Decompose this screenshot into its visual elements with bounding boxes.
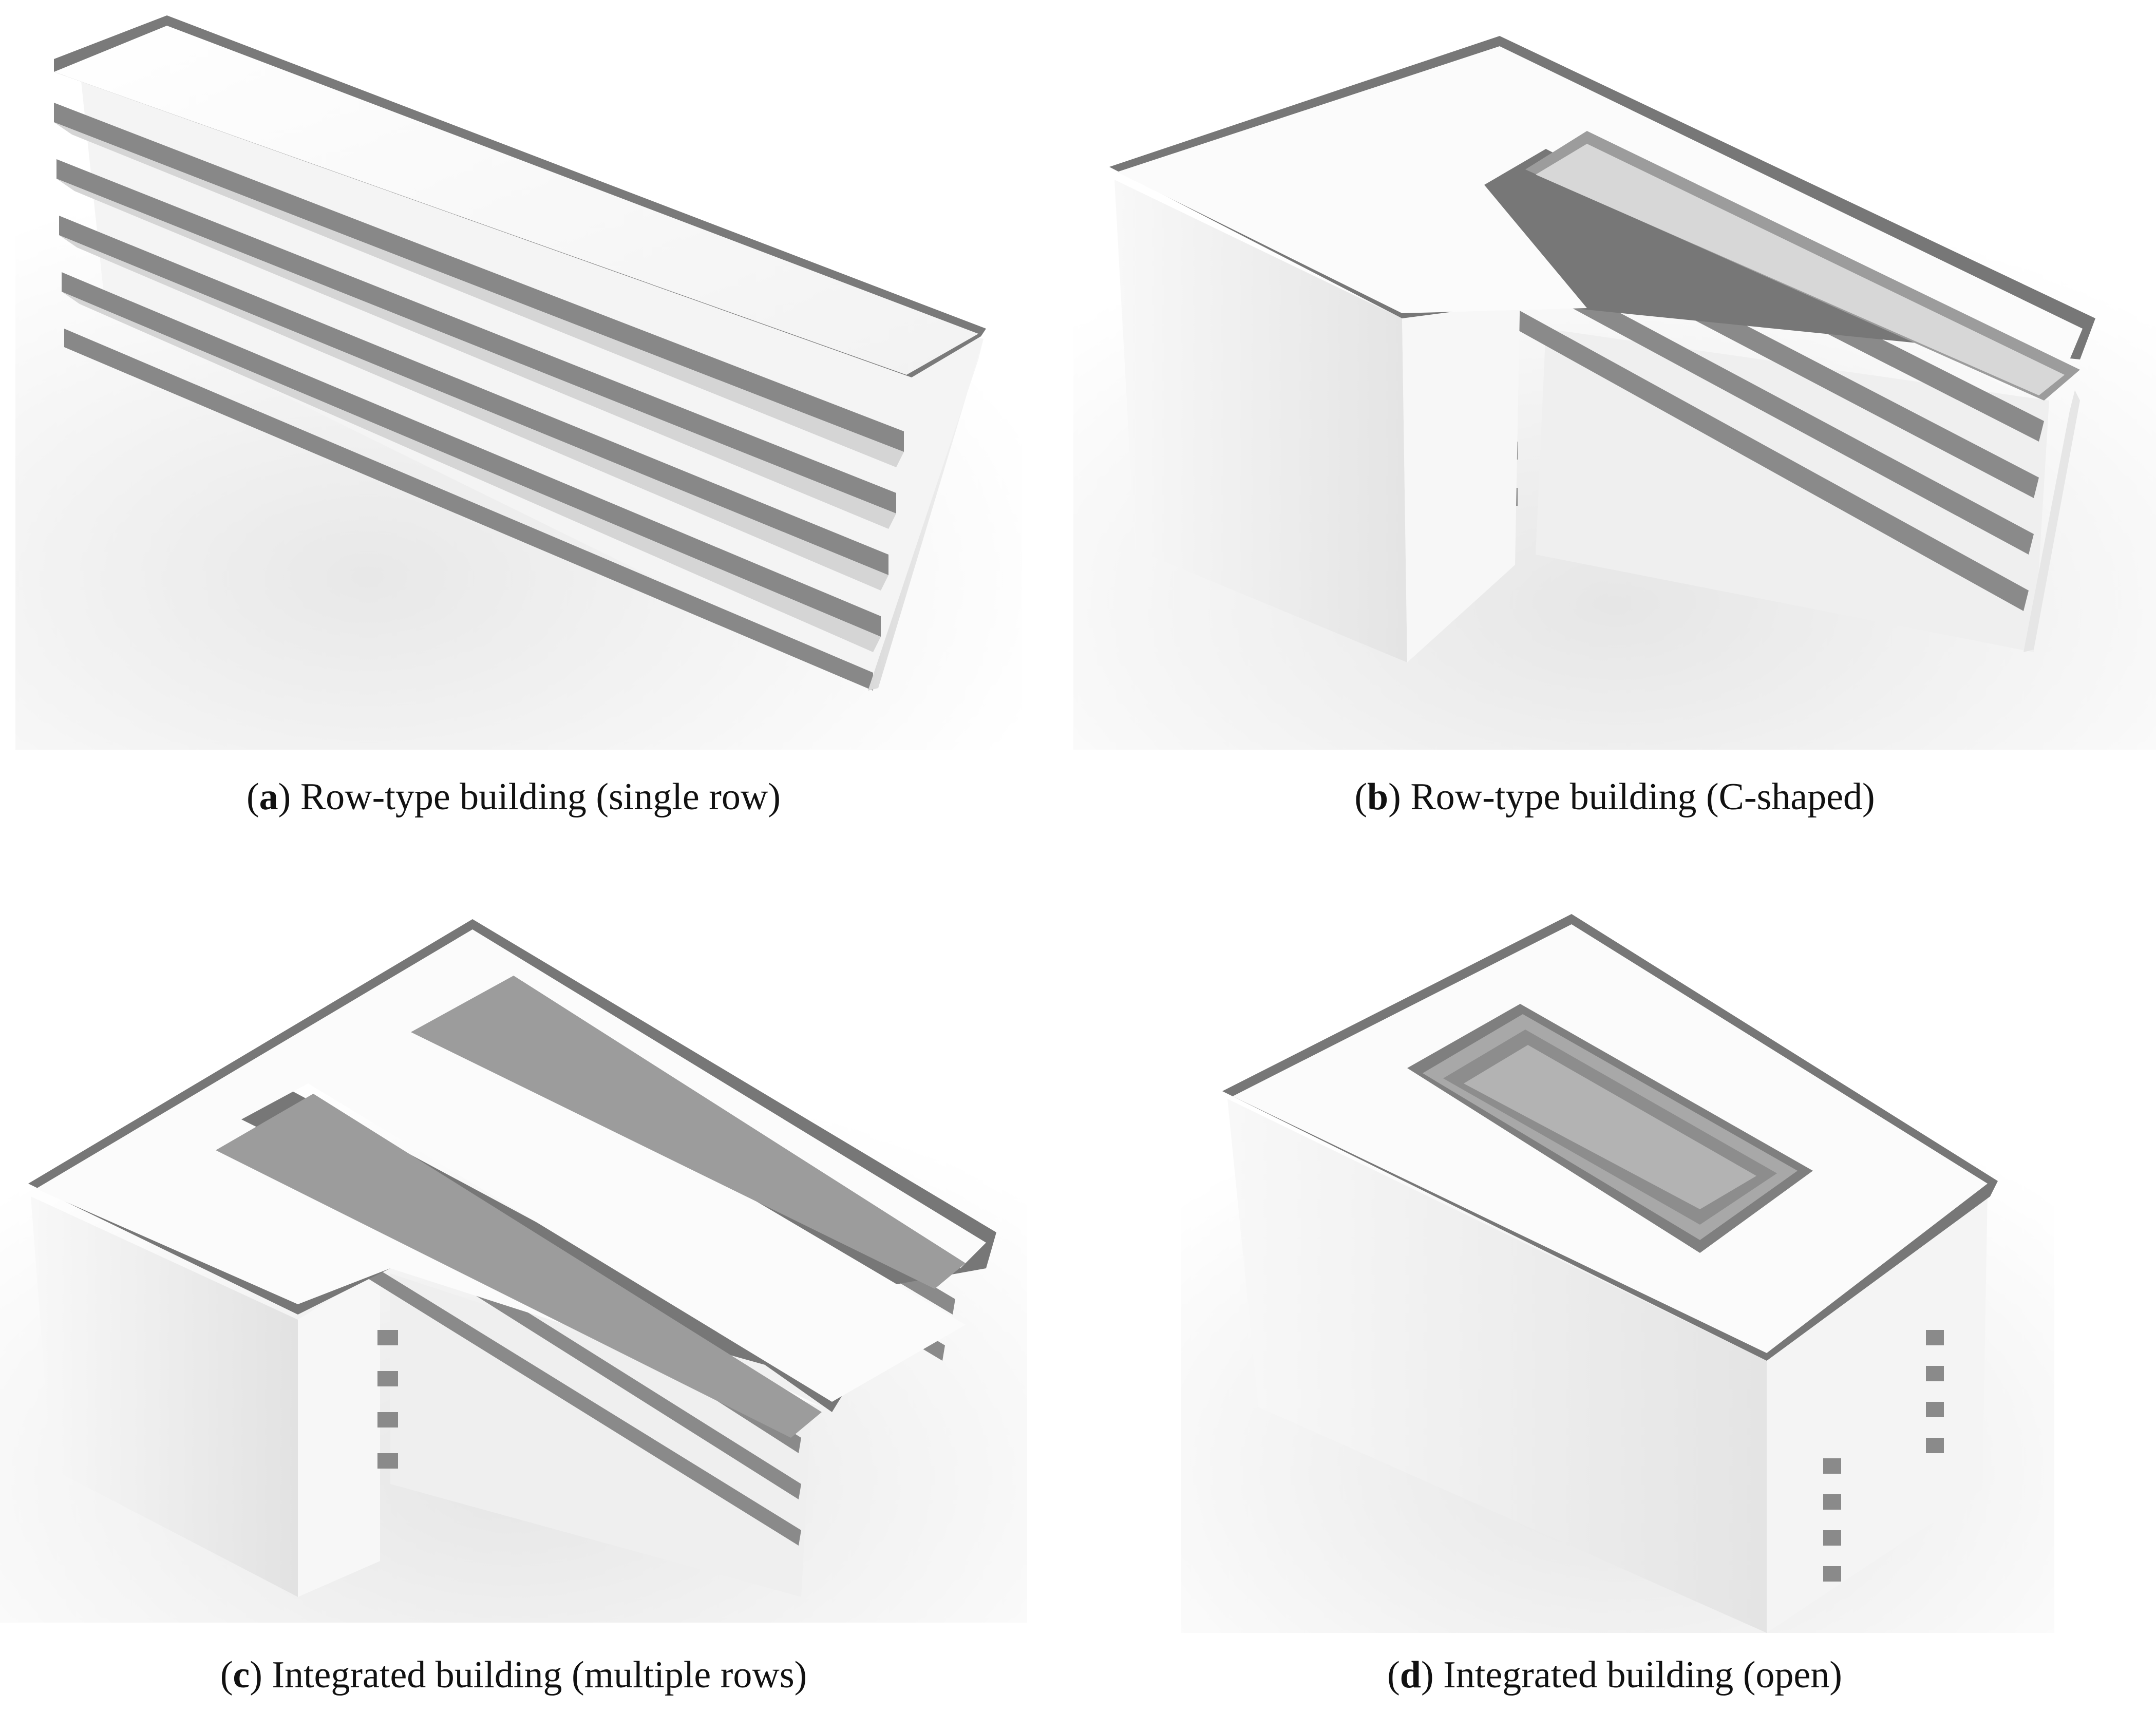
caption-d-letter: d [1399,1654,1421,1696]
caption-d: (d) Integrated building (open) [1387,1654,1842,1696]
caption-a: (a) Row-type building (single row) [247,776,781,818]
panel-a-render [0,0,1027,750]
balcony-slot [377,1330,398,1469]
caption-a-letter: a [259,776,278,818]
panel-d-render [1181,904,2054,1633]
caption-c: (c) Integrated building (multiple rows) [220,1654,807,1696]
balcony-band [59,216,888,591]
caption-c-title: Integrated building (multiple rows) [272,1654,807,1696]
caption-c-letter: c [233,1654,250,1696]
balcony-band [64,329,873,691]
balcony-band [54,103,904,467]
balcony-slot [1823,1330,1944,1582]
caption-b: (b) Row-type building (C-shaped) [1354,776,1875,818]
balcony-band [62,272,881,652]
panel-c-render [0,893,1027,1623]
courtyard-opening [1407,1004,1813,1253]
caption-d-title: Integrated building (open) [1443,1654,1842,1696]
panel-b-render [1073,0,2156,750]
caption-b-letter: b [1367,776,1389,818]
caption-a-title: Row-type building (single row) [300,776,781,818]
caption-b-title: Row-type building (C-shaped) [1410,776,1875,818]
balcony-band [56,159,896,529]
